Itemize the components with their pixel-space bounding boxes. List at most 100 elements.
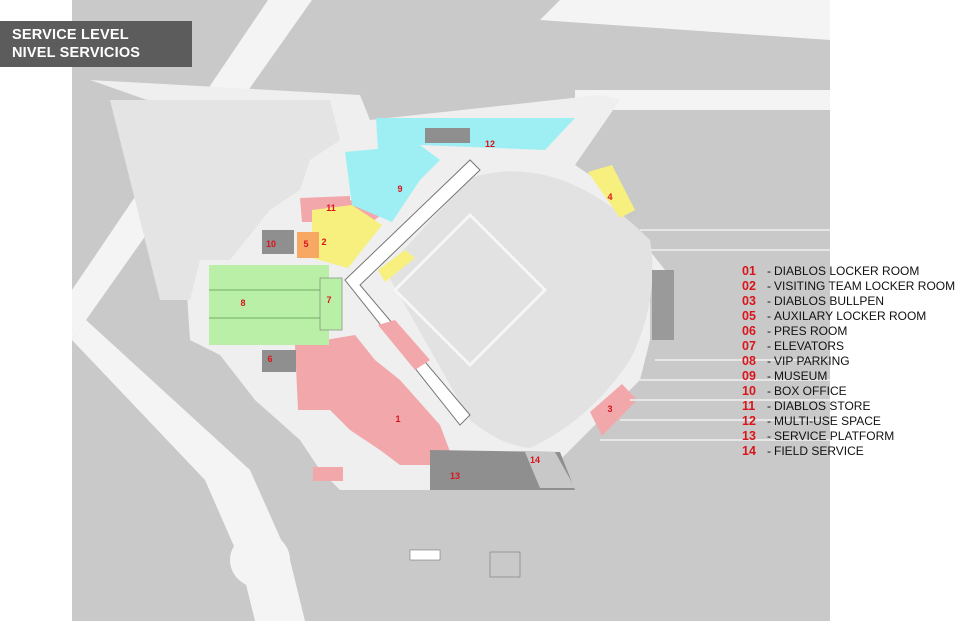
- right-parking-stripes: [600, 229, 830, 441]
- legend-item: 14-FIELD SERVICE: [742, 444, 958, 459]
- legend-item: 02-VISITING TEAM LOCKER ROOM: [742, 279, 958, 294]
- zone-field-service: [525, 452, 575, 488]
- legend-label: ELEVATORS: [774, 339, 845, 353]
- title-line-2: NIVEL SERVICIOS: [12, 45, 141, 61]
- label-room-14: 14: [530, 455, 540, 465]
- title-panel: SERVICE LEVEL NIVEL SERVICIOS: [0, 21, 192, 67]
- zone-museum: [345, 145, 440, 222]
- label-room-2: 2: [321, 237, 326, 247]
- legend-separator: -: [767, 399, 771, 413]
- zone-visiting-locker-room: [312, 205, 382, 268]
- label-room-3: 3: [607, 404, 612, 414]
- legend-item: 10-BOX OFFICE: [742, 384, 958, 399]
- right-margin: [830, 0, 960, 621]
- label-room-12: 12: [485, 139, 495, 149]
- legend-number: 01: [742, 264, 756, 278]
- zone-pres-room: [262, 350, 296, 372]
- legend-separator: -: [767, 339, 771, 353]
- legend-number: 03: [742, 294, 756, 308]
- legend-label: MULTI-USE SPACE: [774, 414, 881, 428]
- legend-number: 07: [742, 339, 756, 353]
- scoreboard-structure: [652, 270, 674, 340]
- legend-label: VISITING TEAM LOCKER ROOM: [774, 279, 956, 293]
- legend-separator: -: [767, 414, 771, 428]
- legend-item: 11-DIABLOS STORE: [742, 399, 958, 414]
- legend-label: PRES ROOM: [774, 324, 848, 338]
- legend-item: 01-DIABLOS LOCKER ROOM: [742, 264, 958, 279]
- roundabout: [230, 532, 290, 588]
- legend-label: AUXILARY LOCKER ROOM: [774, 309, 927, 323]
- legend-number: 02: [742, 279, 756, 293]
- title-line-1: SERVICE LEVEL: [12, 27, 129, 43]
- infield-line: [392, 212, 548, 368]
- label-room-6: 6: [267, 354, 272, 364]
- legend-number: 12: [742, 414, 756, 428]
- concourse-ring: [344, 159, 481, 426]
- zone-red-small: [313, 467, 343, 481]
- label-room-7: 7: [326, 295, 331, 305]
- seating-tiers-left: [110, 100, 340, 300]
- legend-label: MUSEUM: [774, 369, 828, 383]
- legend-label: SERVICE PLATFORM: [774, 429, 895, 443]
- legend-separator: -: [767, 369, 771, 383]
- right-road-upper: [540, 0, 830, 40]
- site-feature-bottom-2: [489, 551, 521, 578]
- legend-number: 05: [742, 309, 756, 323]
- legend-separator: -: [767, 309, 771, 323]
- legend-item: 08-VIP PARKING: [742, 354, 958, 369]
- legend-number: 08: [742, 354, 756, 368]
- legend-separator: -: [767, 264, 771, 278]
- legend-number: 10: [742, 384, 756, 398]
- zone-auxilary-locker: [297, 232, 319, 258]
- legend-number: 13: [742, 429, 756, 443]
- left-margin: [0, 0, 72, 621]
- legend-label: DIABLOS BULLPEN: [774, 294, 885, 308]
- zone-gray-top: [425, 128, 470, 143]
- zone-multi-use-space: [376, 118, 575, 150]
- zone-yellow-strip: [378, 250, 415, 282]
- label-room-10: 10: [266, 239, 276, 249]
- zone-field-yellow: [588, 165, 635, 218]
- label-room-13: 13: [450, 471, 460, 481]
- legend-number: 11: [742, 399, 756, 413]
- site-feature-bottom: [409, 549, 441, 561]
- right-road-mid: [575, 90, 830, 110]
- legend-item: 12-MULTI-USE SPACE: [742, 414, 958, 429]
- label-room-8: 8: [240, 298, 245, 308]
- legend-item: 03-DIABLOS BULLPEN: [742, 294, 958, 309]
- label-room-5: 5: [303, 239, 308, 249]
- legend-item: 06-PRES ROOM: [742, 324, 958, 339]
- zone-elevators: [319, 277, 343, 331]
- zone-box-office: [262, 230, 294, 254]
- zone-red-strip: [378, 320, 430, 370]
- legend-item: 09-MUSEUM: [742, 369, 958, 384]
- label-room-4: 4: [607, 192, 612, 202]
- legend-item: 07-ELEVATORS: [742, 339, 958, 354]
- label-room-11: 11: [326, 203, 336, 213]
- zone-vip-parking: [209, 265, 329, 345]
- legend-separator: -: [767, 279, 771, 293]
- legend-label: DIABLOS LOCKER ROOM: [774, 264, 920, 278]
- legend-number: 06: [742, 324, 756, 338]
- legend-label: VIP PARKING: [774, 354, 850, 368]
- legend-separator: -: [767, 429, 771, 443]
- legend-separator: -: [767, 444, 771, 458]
- legend-separator: -: [767, 354, 771, 368]
- label-room-9: 9: [397, 184, 402, 194]
- legend-item: 05-AUXILARY LOCKER ROOM: [742, 309, 958, 324]
- label-room-1: 1: [395, 414, 400, 424]
- legend-item: 13-SERVICE PLATFORM: [742, 429, 958, 444]
- legend-label: FIELD SERVICE: [774, 444, 864, 458]
- zone-diablos-bullpen: [590, 384, 637, 436]
- legend-separator: -: [767, 324, 771, 338]
- legend-separator: -: [767, 384, 771, 398]
- legend-label: BOX OFFICE: [774, 384, 847, 398]
- playing-field: [385, 171, 653, 448]
- legend-number: 09: [742, 369, 756, 383]
- legend-number: 14: [742, 444, 756, 458]
- legend-separator: -: [767, 294, 771, 308]
- legend-label: DIABLOS STORE: [774, 399, 871, 413]
